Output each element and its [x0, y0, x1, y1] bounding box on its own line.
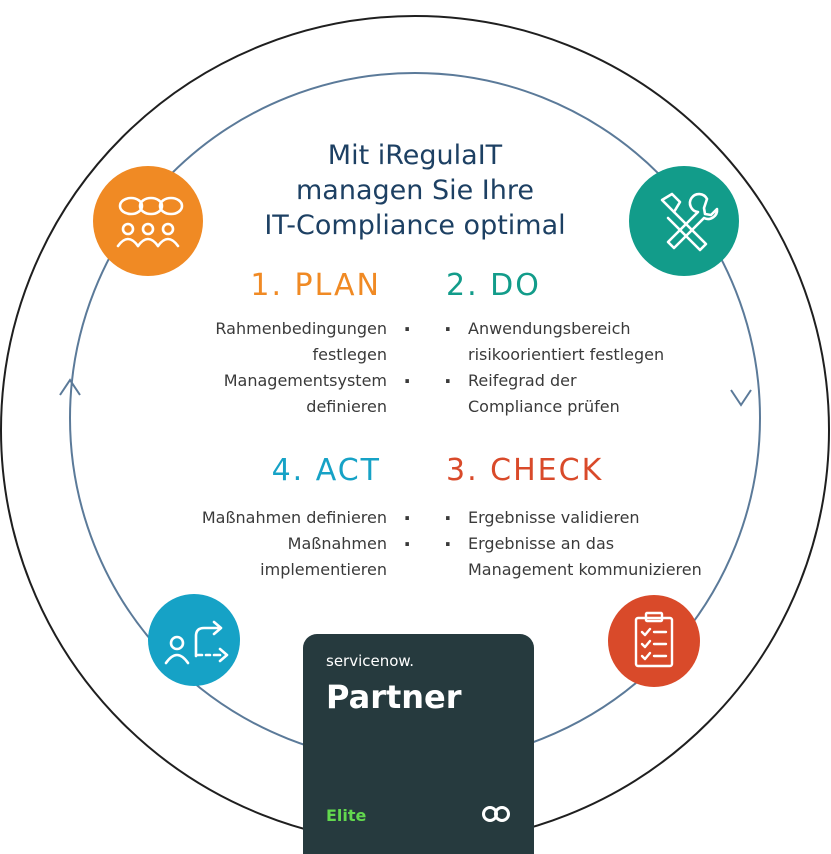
title-line-3: IT-Compliance optimal: [264, 210, 566, 241]
title-line-2: managen Sie Ihre: [296, 175, 534, 206]
title-line-1: Mit iRegulaIT: [327, 140, 503, 171]
act-bullet: Maßnahmen definieren: [163, 505, 413, 531]
cycle-arrow-right-icon: [730, 389, 752, 407]
do-bullet: Reifegrad der Compliance prüfen: [442, 368, 672, 420]
person-route-icon: [148, 594, 240, 686]
phase-check-label: 3. CHECK: [446, 453, 604, 488]
phase-do-label: 2. DO: [446, 268, 541, 303]
cycle-arrow-left-icon: [59, 378, 81, 396]
clipboard-checklist-icon: [608, 595, 700, 687]
phase-plan-label: 1. PLAN: [250, 268, 381, 303]
infinity-logo-icon: [482, 806, 510, 822]
check-bullet: Ergebnisse an das Management kommunizier…: [442, 531, 722, 583]
plan-bullet: Managementsystem definieren: [173, 368, 413, 420]
servicenow-logo-text: servicenow.: [326, 652, 415, 670]
tier-label: Elite: [326, 806, 367, 825]
do-bullet-list: Anwendungsbereich risikoorientiert festl…: [442, 316, 672, 420]
people-discussion-icon: [93, 166, 203, 276]
partner-label: Partner: [326, 678, 462, 716]
do-bullet: Anwendungsbereich risikoorientiert festl…: [442, 316, 672, 368]
servicenow-partner-badge: servicenow. Partner Elite: [303, 634, 534, 854]
act-bullet-list: Maßnahmen definieren Maßnahmen implement…: [163, 505, 413, 583]
diagram-title: Mit iRegulaIT managen Sie Ihre IT-Compli…: [215, 138, 615, 243]
tools-icon: [629, 166, 739, 276]
check-bullet: Ergebnisse validieren: [442, 505, 722, 531]
check-bullet-list: Ergebnisse validieren Ergebnisse an das …: [442, 505, 722, 583]
act-bullet: Maßnahmen implementieren: [163, 531, 413, 583]
phase-act-label: 4. ACT: [271, 453, 381, 488]
plan-bullet-list: Rahmenbedingungen festlegen Managementsy…: [173, 316, 413, 420]
plan-bullet: Rahmenbedingungen festlegen: [173, 316, 413, 368]
